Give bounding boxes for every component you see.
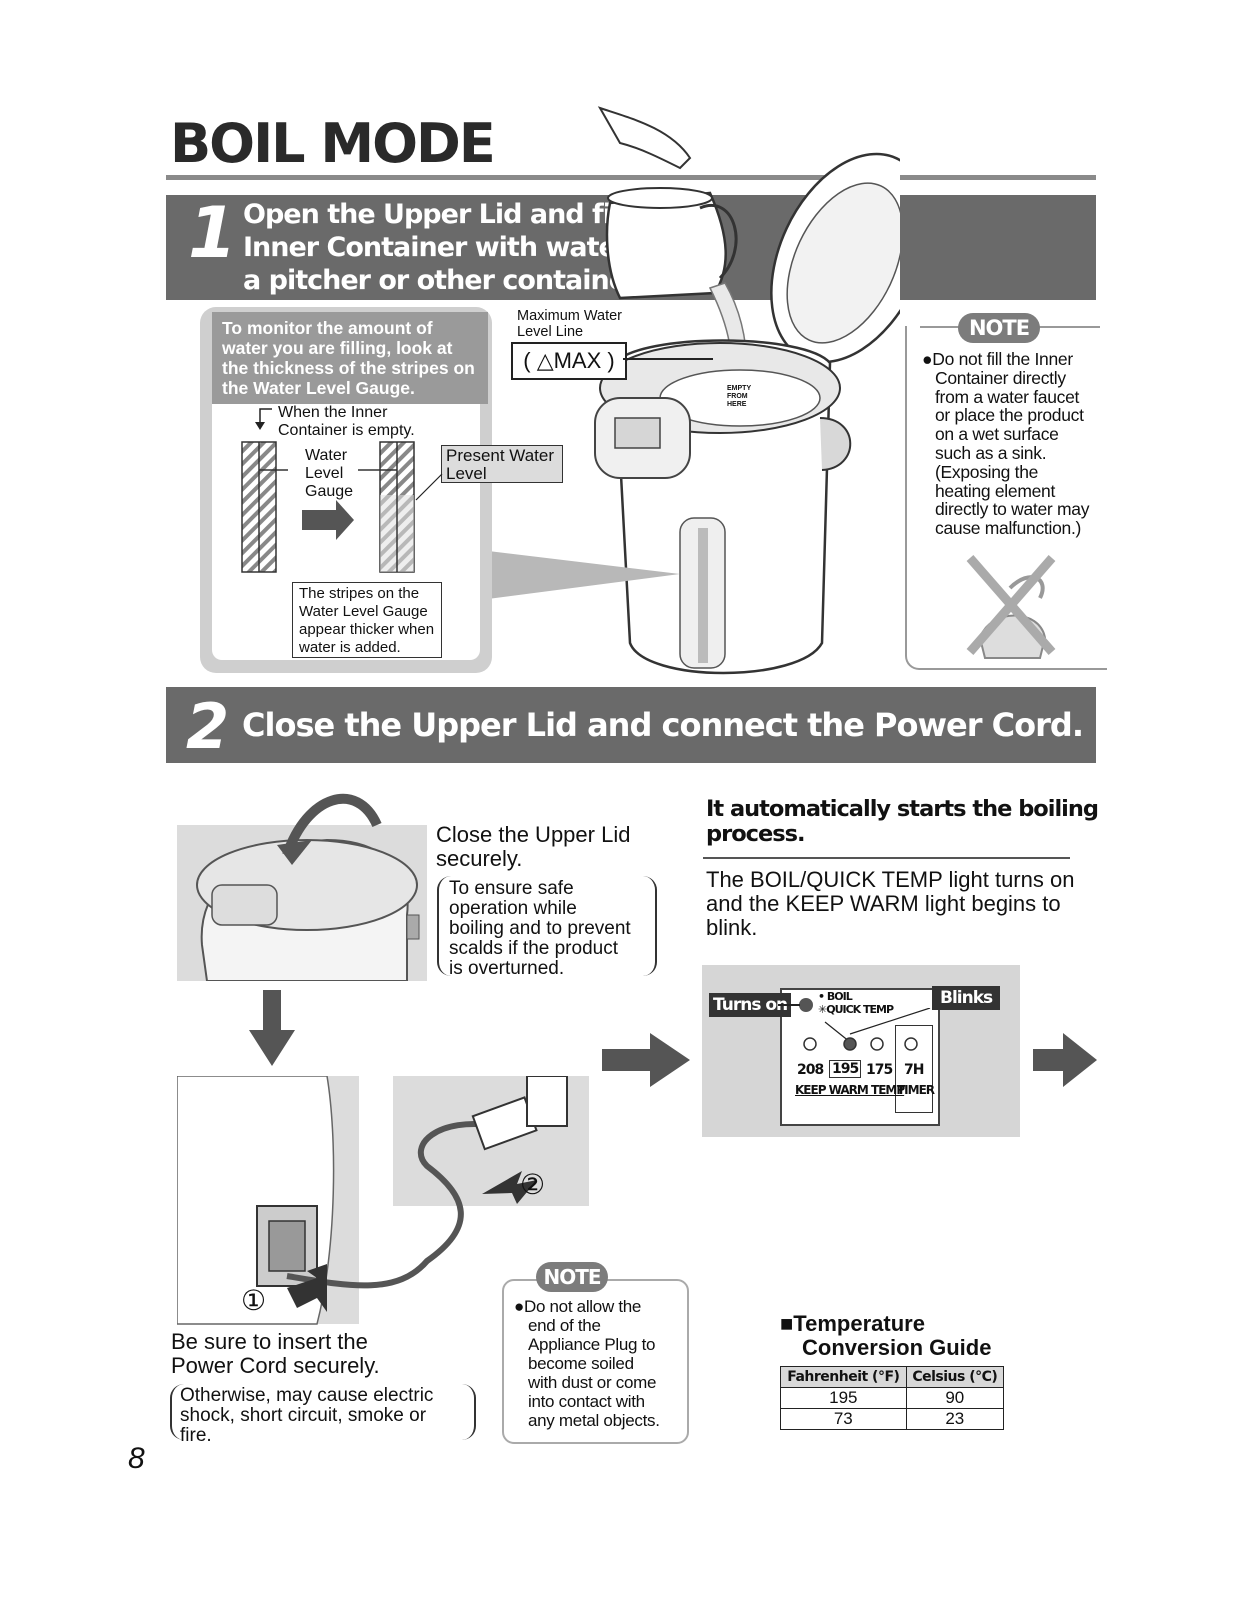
page-number: 8 [128, 1442, 145, 1475]
note1-text: ●Do not fill the Inner Container directl… [922, 349, 1090, 539]
note1-frame [905, 326, 1107, 670]
step2-heading: Close the Upper Lid and connect the Powe… [242, 706, 1084, 744]
boil-quick-temp-label: • BOIL✳QUICK TEMP [818, 990, 894, 1016]
timer-label: TIMER [897, 1083, 935, 1097]
right-arrow-icon [602, 1033, 690, 1087]
max-leader-line [623, 358, 713, 360]
note2-pill: NOTE [536, 1262, 608, 1292]
table-header-row: Fahrenheit (°F) Celsius (°C) [780, 1366, 1005, 1388]
table-row: 73 23 [780, 1408, 1005, 1430]
keep-warm-indicators [803, 1008, 931, 1051]
temp-175: 175 [866, 1062, 893, 1078]
close-lid-bracket [437, 876, 657, 976]
note2-frame [502, 1279, 689, 1444]
temp-208: 208 [797, 1062, 824, 1078]
callout-wedge [480, 550, 680, 600]
boil-indicator-light [799, 998, 813, 1012]
turns-on-label: Turns on [709, 993, 792, 1017]
step-circle-1: ① [241, 1285, 267, 1316]
keep-warm-temp-label: KEEP WARM TEMP [795, 1083, 905, 1097]
page-title: BOIL MODE [170, 112, 496, 175]
auto-rule [703, 857, 1070, 859]
step1-number: 1 [188, 192, 237, 274]
temp-conversion-table: Fahrenheit (°F) Celsius (°C) 195 90 73 2… [780, 1366, 1005, 1430]
turns-on-leader [778, 1004, 800, 1006]
water-level-gauges [241, 441, 415, 573]
step2-bar [166, 687, 1096, 763]
right-arrow-icon-2 [1033, 1033, 1097, 1087]
empty-from-here-label: EMPTY FROM HERE [727, 385, 751, 408]
celsius-header: Celsius (°C) [905, 1366, 1005, 1388]
cord-bracket [170, 1384, 476, 1440]
down-arrow-icon-large [249, 990, 295, 1066]
temp-195: 195 [829, 1060, 862, 1078]
pot-filling-illustration [594, 106, 900, 675]
step-circle-2: ② [520, 1169, 546, 1200]
timer-7h: 7H [904, 1062, 924, 1078]
no-faucet-warning-icon [966, 555, 1056, 659]
close-lid-illustration [196, 793, 420, 981]
timer-frame [895, 1025, 933, 1113]
fahrenheit-header: Fahrenheit (°F) [780, 1366, 907, 1388]
blinks-label: Blinks [932, 986, 1001, 1010]
note1-pill: NOTE [958, 313, 1040, 343]
power-cord-illustration [177, 1076, 568, 1325]
table-row: 195 90 [780, 1387, 1005, 1409]
max-symbol: ( △MAX ) [511, 342, 627, 380]
down-arrow-icon [255, 408, 272, 430]
present-level-pointer [415, 473, 443, 501]
title-rule [166, 175, 1096, 180]
step2-number: 2 [186, 690, 230, 763]
